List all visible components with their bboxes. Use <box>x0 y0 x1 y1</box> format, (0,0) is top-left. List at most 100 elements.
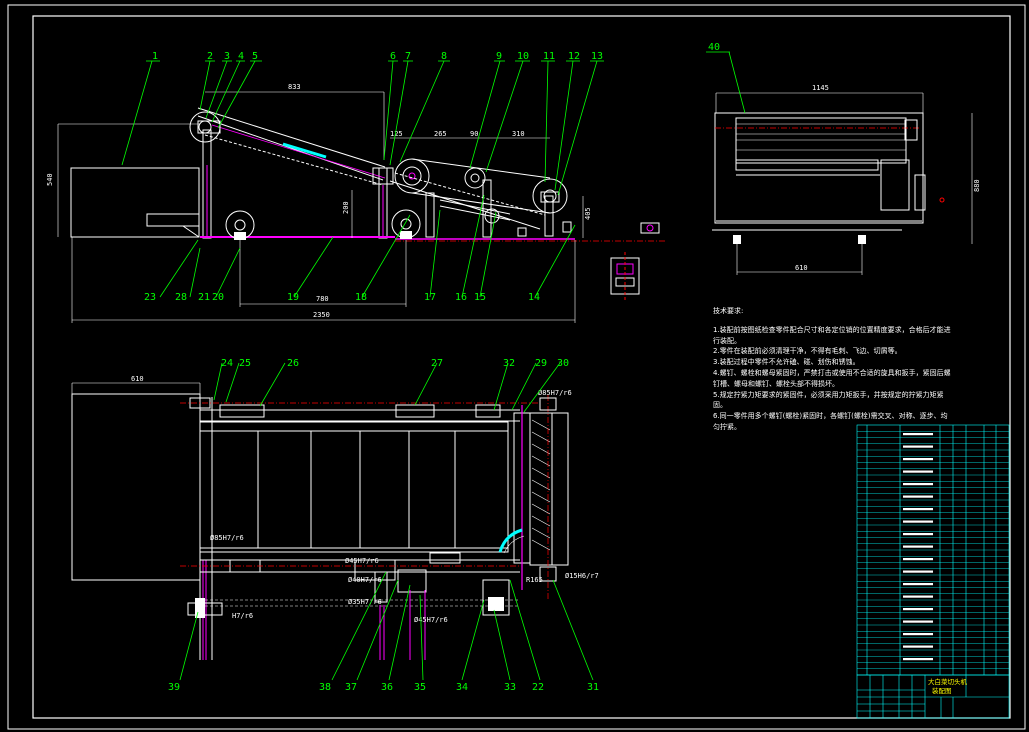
balloon-16: 16 <box>455 292 467 303</box>
dim-780: 780 <box>316 295 329 303</box>
chute-pipe <box>498 528 523 553</box>
balloon-9: 9 <box>496 51 502 62</box>
fit-label-4: Ø45H7/r6 <box>345 557 379 565</box>
fit-label-2: Ø85H7/r6 <box>210 534 244 542</box>
balloon-33: 33 <box>504 682 516 693</box>
balloon-37: 37 <box>345 682 357 693</box>
balloon-15: 15 <box>474 292 486 303</box>
parts-list-cell-mark <box>903 583 933 586</box>
dim-405: 405 <box>584 207 592 220</box>
parts-list-cell-mark <box>903 645 933 648</box>
balloon-6: 6 <box>390 51 396 62</box>
parts-list-cell-mark <box>903 595 933 598</box>
balloon-24: 24 <box>221 358 233 369</box>
balloon-20: 20 <box>212 292 224 303</box>
balloon-26: 26 <box>287 358 299 369</box>
balloon-35: 35 <box>414 682 426 693</box>
balloon-34: 34 <box>456 682 468 693</box>
balloon-11: 11 <box>543 51 555 62</box>
balloon-4: 4 <box>238 51 244 62</box>
balloon-31: 31 <box>587 682 599 693</box>
dim-125: 125 <box>390 130 403 138</box>
front-pulley <box>189 111 221 143</box>
parts-list-cell-mark <box>903 445 933 448</box>
balloon-1: 1 <box>152 51 158 62</box>
dim-310: 310 <box>512 130 525 138</box>
part-balloons: 1 2 3 4 5 6 7 8 9 10 11 12 13 14 15 16 1… <box>144 42 720 693</box>
tech-heading: 技术要求: <box>713 307 744 315</box>
inner-border <box>32 15 1011 719</box>
parts-list-cell-mark <box>903 470 933 473</box>
conveyor-slat <box>282 142 327 159</box>
parts-list-cell-mark <box>903 495 933 498</box>
dim-265: 265 <box>434 130 447 138</box>
parts-list-cell-mark <box>903 658 933 661</box>
balloon-28: 28 <box>175 292 187 303</box>
tech-item-1: 1.装配前按图纸检查零件配合尺寸和各定位销的位置精度要求，合格后才能进行装配。 <box>713 325 951 345</box>
parts-list-rows <box>857 431 1009 669</box>
v-belt-upper <box>411 158 551 179</box>
balloon-7: 7 <box>405 51 411 62</box>
balloon-3: 3 <box>224 51 230 62</box>
balloon-14: 14 <box>528 292 540 303</box>
balloon-30: 30 <box>557 358 569 369</box>
balloon-12: 12 <box>568 51 580 62</box>
fit-label-7: Ø35H7/r6 <box>348 598 382 606</box>
balloon-40: 40 <box>708 42 720 53</box>
tech-item-6: 6.同一零件用多个螺钉(螺栓)紧固时，各螺钉(螺栓)需交叉、对称、逐步、均匀拧紧… <box>713 412 948 431</box>
conveyor-top-belt <box>197 107 386 168</box>
detail-b <box>610 252 640 300</box>
tech-item-2: 2.零件在装配前必须清理干净，不得有毛刺、飞边、切屑等。 <box>713 347 902 356</box>
fit-label-3: Ø15H6/r7 <box>565 572 599 580</box>
dim-1145: 1145 <box>812 84 829 92</box>
dim-200: 200 <box>342 201 350 214</box>
parts-list-cell-mark <box>903 608 933 611</box>
balloon-2: 2 <box>207 51 213 62</box>
technical-requirements: 技术要求: 1.装配前按图纸检查零件配合尺寸和各定位销的位置精度要求，合格后才能… <box>713 306 953 433</box>
side-view: 833 540 2350 780 125 265 90 310 200 405 <box>46 83 665 323</box>
idler-pulley <box>464 167 486 189</box>
parts-list-cell-mark <box>903 620 933 623</box>
parts-list-cell-mark <box>903 545 933 548</box>
balloon-10: 10 <box>517 51 529 62</box>
tech-item-4: 4.螺钉、螺栓和螺母紧固时，严禁打击或使用不合适的旋具和扳手，紧固后螺钉槽、螺母… <box>713 368 951 388</box>
dim-540: 540 <box>46 173 54 186</box>
balloon-18: 18 <box>355 292 367 303</box>
title-name-line1: 大白菜切头机 <box>928 677 968 686</box>
parts-list-cell-mark <box>903 570 933 573</box>
title-block <box>856 674 1010 719</box>
fit-label-8: H7/r6 <box>232 612 253 620</box>
parts-list-cell-mark <box>903 458 933 461</box>
leader-lines <box>121 51 746 681</box>
fit-label-1: Ø85H7/r6 <box>538 389 572 397</box>
balloon-21: 21 <box>198 292 210 303</box>
balloon-36: 36 <box>381 682 393 693</box>
fit-label-6: Ø40H7/r6 <box>348 576 382 584</box>
balloon-32: 32 <box>503 358 515 369</box>
plan-view: 610 <box>71 375 599 660</box>
parts-list-cell-mark <box>903 558 933 561</box>
balloon-23: 23 <box>144 292 156 303</box>
conveyor-plan <box>199 421 509 553</box>
balloon-29: 29 <box>535 358 547 369</box>
tech-item-3: 3.装配过程中零件不允许磕、碰、划伤和锈蚀。 <box>713 358 860 367</box>
balloon-17: 17 <box>424 292 436 303</box>
hopper-plan <box>71 393 201 581</box>
balloon-5: 5 <box>252 51 258 62</box>
parts-list-cell-mark <box>903 520 933 523</box>
end-view: 1145 880 610 <box>712 84 981 275</box>
parts-list-cell-mark <box>903 533 933 536</box>
hopper-box <box>70 167 200 238</box>
balloon-13: 13 <box>591 51 603 62</box>
dim-610-end: 610 <box>795 264 808 272</box>
tech-item-5: 5.规定拧紧力矩要求的紧固件，必须采用力矩扳手，并按规定的拧紧力矩紧固。 <box>713 390 944 410</box>
parts-list-cell-mark <box>903 483 933 486</box>
parts-list-cell-mark <box>903 433 933 436</box>
dim-2350: 2350 <box>313 311 330 319</box>
dim-90: 90 <box>470 130 478 138</box>
parts-list-cell-mark <box>903 633 933 636</box>
right-pulley <box>532 178 568 214</box>
parts-list-cell-mark <box>903 508 933 511</box>
balloon-19: 19 <box>287 292 299 303</box>
